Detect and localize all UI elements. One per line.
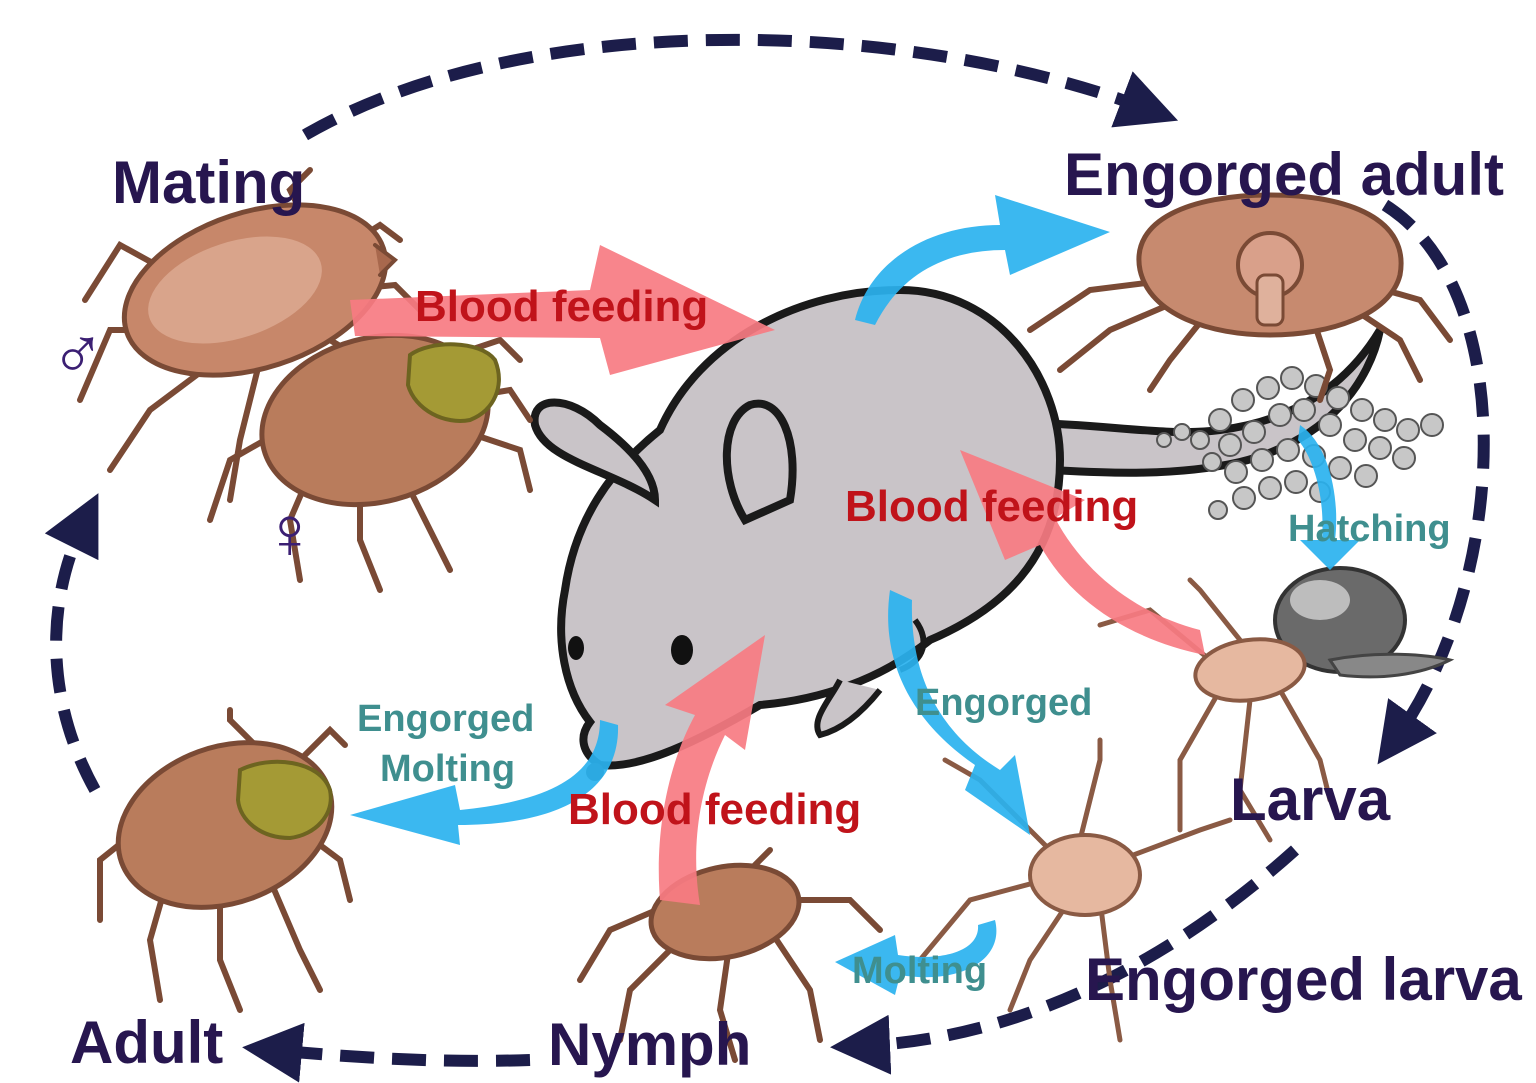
molting-larva-arrow <box>835 920 997 995</box>
feeding-label-adult: Blood feeding <box>415 282 709 331</box>
stage-label-larva: Larva <box>1230 766 1391 833</box>
rodent-host-icon <box>530 285 1384 781</box>
feeding-arrow-nymph <box>658 635 765 905</box>
tick-female-icon <box>207 332 533 593</box>
cycle-arrow-adult-to-mating <box>44 493 101 793</box>
stage-label-engorged-adult: Engorged adult <box>1064 141 1504 208</box>
stage-label-engorged-larva: Engorged larva <box>1085 946 1522 1013</box>
process-label-hatching: Hatching <box>1288 508 1451 550</box>
feeding-arrow-larva <box>960 450 1205 655</box>
cycle-arrow-mating-to-engorged-adult <box>301 33 1179 141</box>
cycle-arrow-nymph-to-adult <box>242 1022 531 1083</box>
adult-tick-icon <box>97 707 353 1013</box>
feeding-label-larva: Blood feeding <box>845 482 1139 531</box>
larva-tick-icon <box>1097 566 1455 843</box>
engorged-adult-tick-icon <box>1027 192 1453 403</box>
egg-mass-icon <box>1156 366 1444 520</box>
engorged-larva-arrow <box>888 590 1030 835</box>
hatching-arrow <box>1298 425 1360 570</box>
process-label-engorged-right: Engorged <box>915 682 1093 724</box>
process-label-molting-bottom: Molting <box>852 950 988 992</box>
molting-nymph-arrow <box>350 720 619 845</box>
rodent-eye-icon <box>671 635 693 665</box>
process-label-molting-left: Molting <box>380 748 516 790</box>
feeding-arrows <box>350 245 1205 905</box>
stage-label-nymph: Nymph <box>548 1011 752 1078</box>
feeding-label-nymph: Blood feeding <box>568 785 862 834</box>
stage-label-mating: Mating <box>112 149 306 216</box>
male-symbol-icon: ♂ <box>50 309 106 392</box>
feeding-arrow-adult <box>350 245 775 375</box>
engorged-adult-arrow <box>855 195 1110 325</box>
female-symbol-icon: ♀ <box>262 491 318 574</box>
cycle-arrow-engorged-larva-to-nymph <box>830 845 1300 1075</box>
tick-male-icon <box>77 167 423 503</box>
rodent-eye-icon <box>568 636 584 660</box>
process-label-engorged-left: Engorged <box>357 698 535 740</box>
stage-label-adult: Adult <box>70 1009 224 1076</box>
process-arrows <box>350 195 1360 995</box>
